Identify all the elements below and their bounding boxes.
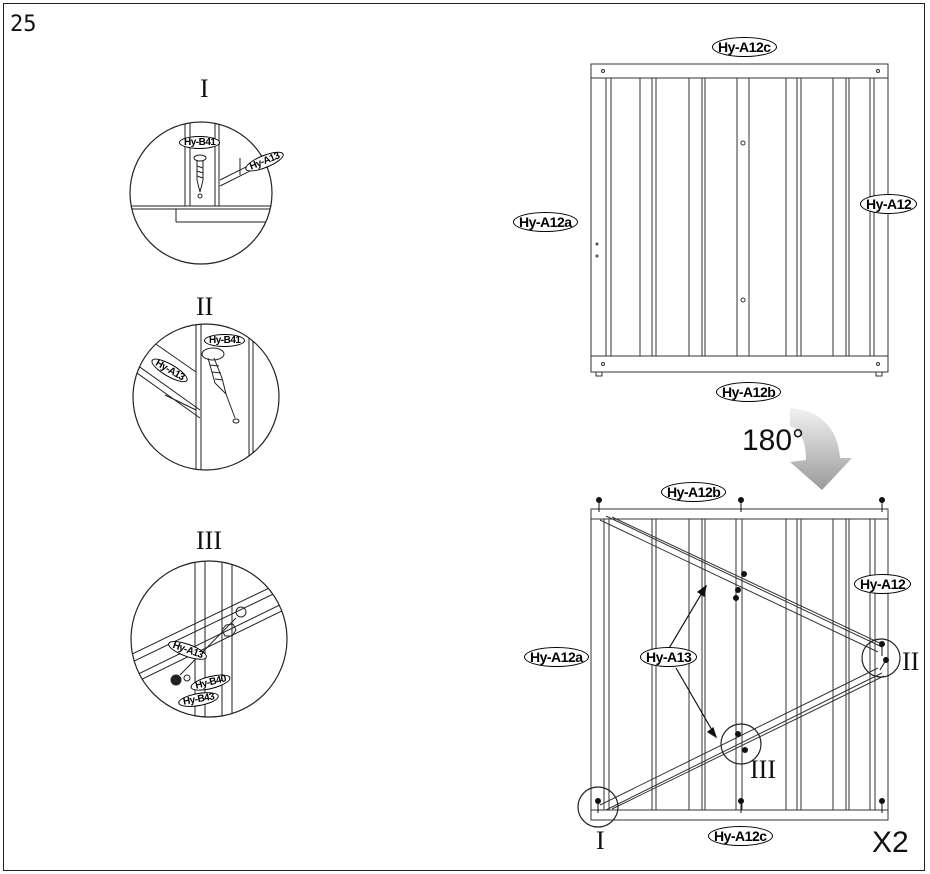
part-tag: Hy-A12: [854, 574, 912, 594]
detail-I-circle: [129, 121, 273, 265]
part-tag: Hy-A12b: [661, 482, 727, 502]
callout-circle-II: [861, 638, 901, 678]
page-frame: [3, 3, 925, 871]
part-tag: Hy-A12a: [513, 212, 578, 232]
rotation-arrow: [790, 408, 852, 490]
part-tag: Hy-A13: [640, 647, 698, 667]
callout-III-label: III: [750, 755, 776, 784]
panel-top: [590, 63, 889, 377]
part-tag: Hy-A12a: [524, 647, 589, 667]
part-tag: Hy-B41: [179, 136, 221, 149]
detail-I-label: I: [200, 74, 209, 103]
part-tag: Hy-A12b: [716, 382, 782, 402]
detail-II-circle: [132, 323, 280, 471]
leader-lines: [667, 584, 718, 739]
rotation-label: 180°: [742, 424, 805, 457]
callout-I-label: I: [596, 826, 605, 855]
part-tag: Hy-B41: [204, 334, 246, 347]
callout-circle-III: [720, 723, 762, 765]
callout-II-label: II: [902, 647, 920, 676]
callout-circle-I: [577, 786, 619, 828]
detail-II-label: II: [196, 292, 214, 321]
panel-bottom: [590, 508, 889, 821]
part-tag: Hy-A12c: [708, 826, 773, 846]
part-tag: Hy-A12: [860, 194, 918, 214]
step-number: 25: [10, 12, 37, 37]
detail-III-label: III: [196, 526, 222, 555]
detail-II: [133, 324, 254, 470]
screws: [595, 497, 889, 813]
part-tag: Hy-A12c: [712, 37, 777, 57]
quantity-multiplier: X2: [872, 826, 909, 859]
detail-III-circle: [130, 560, 288, 718]
